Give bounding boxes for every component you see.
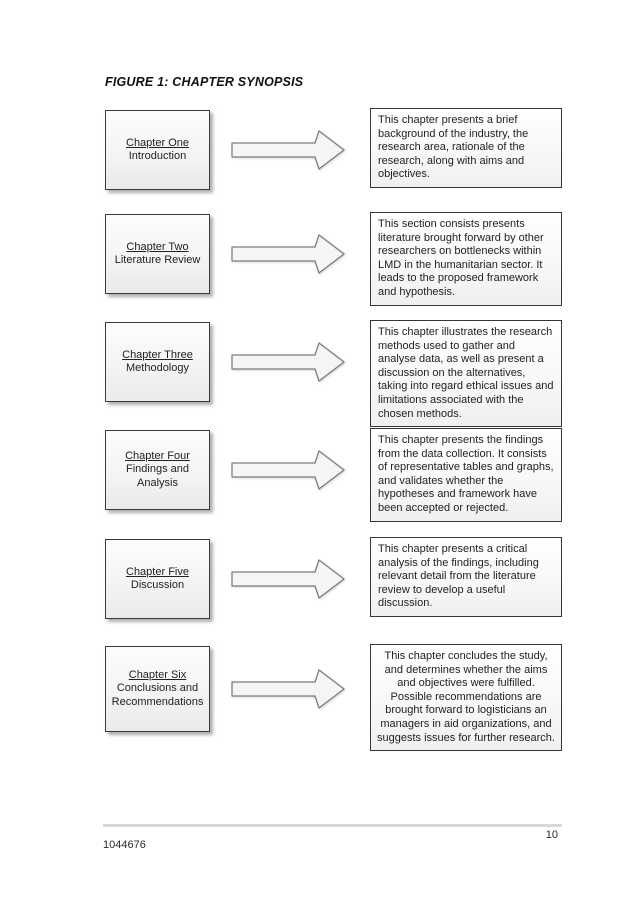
description-box: This chapter presents a critical analysi…	[370, 537, 562, 617]
description-box: This chapter presents the findings from …	[370, 428, 562, 522]
chapter-box: Chapter One Introduction	[105, 110, 210, 190]
chapter-subtitle: Introduction	[128, 150, 187, 162]
synopsis-row: Chapter Five Discussion This chapter pre…	[0, 537, 638, 647]
chapter-subtitle: Conclusions and Recommendations	[111, 682, 204, 708]
description-text: This section consists presents literatur…	[378, 218, 544, 298]
description-text: This chapter presents a critical analysi…	[378, 543, 539, 610]
description-box: This chapter presents a brief background…	[370, 108, 562, 188]
description-text: This chapter concludes the study, and de…	[377, 650, 555, 744]
right-arrow-icon	[231, 559, 345, 599]
figure-caption: FIGURE 1: CHAPTER SYNOPSIS	[105, 75, 304, 89]
description-box: This chapter illustrates the research me…	[370, 320, 562, 428]
page-number: 10	[545, 829, 558, 841]
description-box: This section consists presents literatur…	[370, 212, 562, 306]
chapter-box: Chapter Five Discussion	[105, 539, 210, 619]
synopsis-row: Chapter Two Literature Review This secti…	[0, 212, 638, 322]
chapter-title: Chapter One	[126, 136, 189, 149]
chapter-box: Chapter Four Findings and Analysis	[105, 430, 210, 510]
chapter-subtitle: Literature Review	[114, 254, 201, 266]
chapter-box: Chapter Two Literature Review	[105, 214, 210, 294]
synopsis-row: Chapter One Introduction This chapter pr…	[0, 108, 638, 218]
chapter-title: Chapter Four	[125, 449, 190, 462]
chapter-box: Chapter Three Methodology	[105, 322, 210, 402]
footer-id: 1044676	[103, 839, 146, 851]
chapter-subtitle: Discussion	[130, 579, 185, 591]
chapter-title: Chapter Two	[126, 240, 189, 253]
chapter-title: Chapter Six	[128, 668, 187, 681]
footer-divider	[103, 824, 562, 827]
chapter-subtitle: Findings and Analysis	[126, 463, 189, 489]
synopsis-row: Chapter Three Methodology This chapter i…	[0, 320, 638, 430]
right-arrow-icon	[231, 342, 345, 382]
chapter-title: Chapter Five	[126, 565, 189, 578]
right-arrow-icon	[231, 130, 345, 170]
chapter-title: Chapter Three	[122, 348, 193, 361]
description-text: This chapter illustrates the research me…	[378, 326, 554, 420]
description-box: This chapter concludes the study, and de…	[370, 644, 562, 752]
chapter-box: Chapter Six Conclusions and Recommendati…	[105, 646, 210, 732]
synopsis-row: Chapter Six Conclusions and Recommendati…	[0, 644, 638, 754]
right-arrow-icon	[231, 234, 345, 274]
right-arrow-icon	[231, 450, 345, 490]
description-text: This chapter presents a brief background…	[378, 114, 529, 181]
right-arrow-icon	[231, 669, 345, 709]
chapter-subtitle: Methodology	[126, 362, 189, 374]
synopsis-row: Chapter Four Findings and Analysis This …	[0, 428, 638, 538]
description-text: This chapter presents the findings from …	[378, 434, 554, 514]
